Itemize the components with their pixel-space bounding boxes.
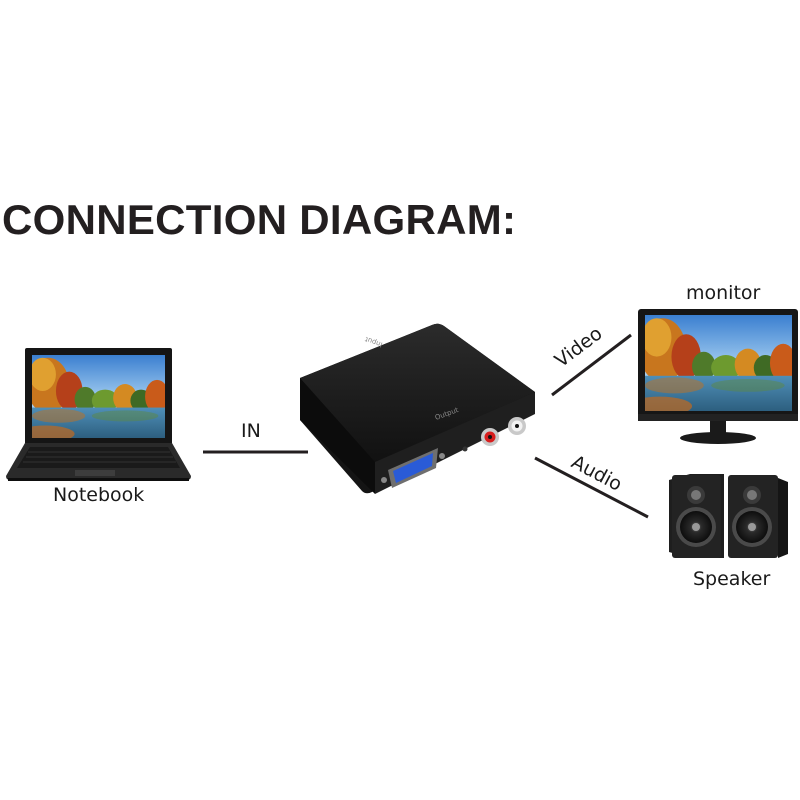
in-label: IN [241,420,261,442]
notebook-label: Notebook [53,484,144,506]
speaker-right [728,475,788,558]
speaker-image [669,474,788,558]
rca-red-port [481,428,499,446]
rca-white-port [508,417,526,435]
video-label: Video [551,322,607,372]
converter-box: Input Output [300,324,535,494]
speaker-label: Speaker [693,568,770,590]
speaker-left [669,474,724,558]
monitor-label: monitor [686,282,760,304]
monitor-image [627,309,798,444]
converter-input-label: Input [364,335,384,349]
notebook-image [6,348,191,481]
